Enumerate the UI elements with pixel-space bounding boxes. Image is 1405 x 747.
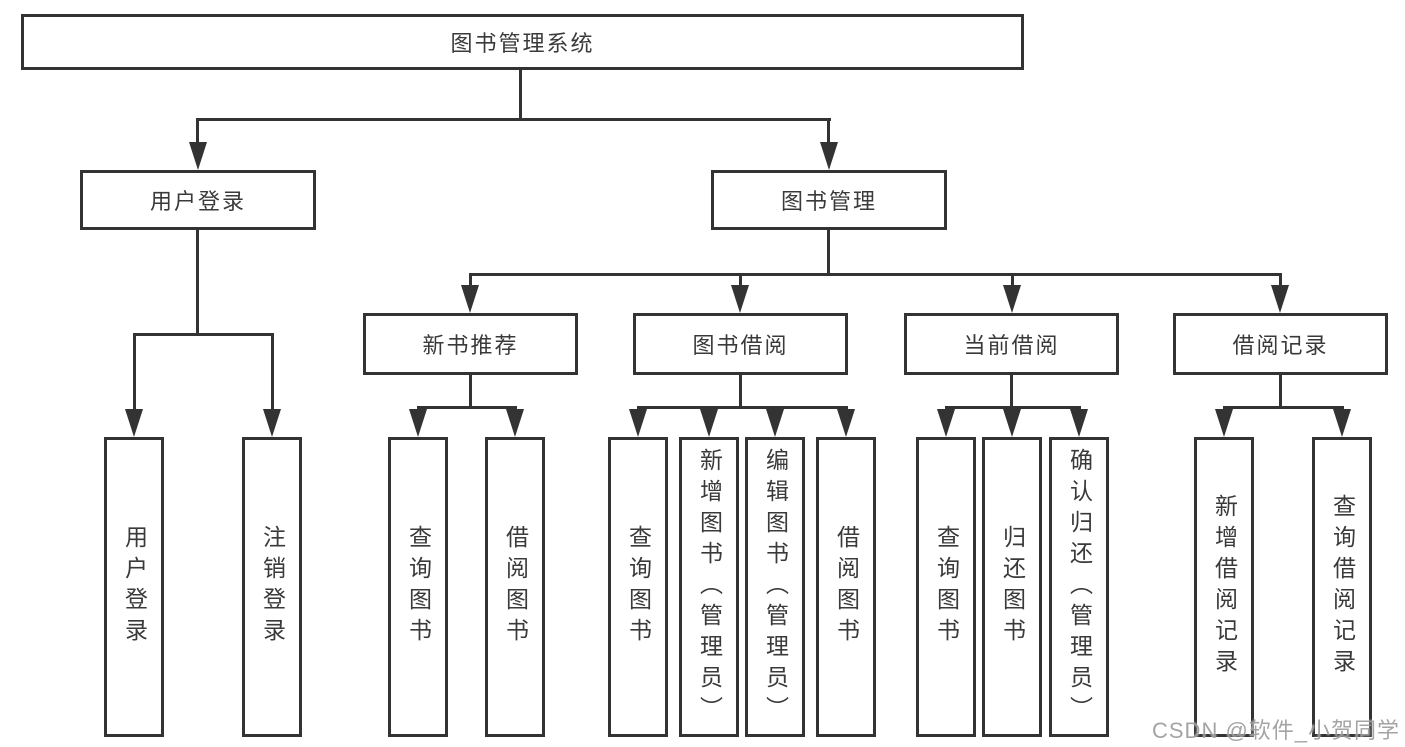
node-book-borrow-label: 图书借阅 [692,333,789,358]
leaf-user-login-label: 用户登录 [121,525,148,649]
connector-book-borrow-rail [637,406,848,409]
leaf-current-confirm: 确认归还（管理员） [1049,437,1109,737]
arrow-down-icon [189,142,207,170]
connector-book-mgmt-stub [827,230,830,273]
connector-user-login-stub [196,230,199,333]
node-root-label: 图书管理系统 [450,31,595,56]
connector-drop-user-login [196,118,199,154]
leaf-borrow-edit-label: 编辑图书（管理员） [762,447,789,727]
node-root: 图书管理系统 [21,14,1024,70]
leaf-borrow-add-label: 新增图书（管理员） [696,447,723,727]
leaf-current-query-label: 查询图书 [933,525,960,649]
arrow-down-icon [409,409,427,437]
node-new-books-label: 新书推荐 [422,333,519,358]
connector-drop-new-books [469,273,472,289]
arrow-down-icon [506,409,524,437]
leaf-borrow-query: 查询图书 [608,437,668,737]
arrow-down-icon [1003,285,1021,313]
node-current-borrow-label: 当前借阅 [963,333,1060,358]
leaf-newbooks-query: 查询图书 [388,437,448,737]
arrow-down-icon [1271,285,1289,313]
leaf-records-add-label: 新增借阅记录 [1211,494,1238,680]
node-book-mgmt: 图书管理 [711,170,947,230]
connector-user-login-rail [133,333,274,336]
connector-book-borrow-stub [739,375,742,406]
leaf-current-query: 查询图书 [916,437,976,737]
leaf-current-return-label: 归还图书 [999,525,1026,649]
node-book-borrow: 图书借阅 [633,313,848,375]
arrow-down-icon [1070,409,1088,437]
node-new-books: 新书推荐 [363,313,578,375]
connector-drop-book-mgmt [827,118,830,154]
node-user-login-label: 用户登录 [149,189,246,214]
leaf-logout-label: 注销登录 [259,525,286,649]
arrow-down-icon [700,409,718,437]
leaf-user-login: 用户登录 [104,437,164,737]
leaf-newbooks-borrow: 借阅图书 [485,437,545,737]
leaf-newbooks-borrow-label: 借阅图书 [502,525,529,649]
arrow-down-icon [125,409,143,437]
connector-current-borrow-rail [945,406,1081,409]
connector-borrow-records-rail [1223,406,1344,409]
arrow-down-icon [1215,409,1233,437]
connector-drop-book-borrow [739,273,742,289]
node-borrow-records: 借阅记录 [1173,313,1388,375]
leaf-records-query: 查询借阅记录 [1312,437,1372,737]
connector-current-borrow-stub [1010,375,1013,406]
connector-root-rail [197,118,831,121]
arrow-down-icon [1333,409,1351,437]
connector-drop-current-borrow [1011,273,1014,289]
node-borrow-records-label: 借阅记录 [1232,333,1329,358]
connector-borrow-records-stub [1279,375,1282,406]
leaf-borrow-borrow: 借阅图书 [816,437,876,737]
connector-new-books-stub [469,375,472,406]
csdn-watermark: CSDN @软件_小贺同学 [1152,718,1401,743]
node-user-login: 用户登录 [80,170,316,230]
arrow-down-icon [766,409,784,437]
leaf-borrow-add: 新增图书（管理员） [679,437,739,737]
arrow-down-icon [820,142,838,170]
connector-drop-logout-leaf [271,333,274,413]
arrow-down-icon [837,409,855,437]
leaf-records-query-label: 查询借阅记录 [1329,494,1356,680]
connector-drop-login-leaf [133,333,136,413]
leaf-current-confirm-label: 确认归还（管理员） [1066,447,1093,727]
connector-new-books-rail [417,406,517,409]
arrow-down-icon [731,285,749,313]
arrow-down-icon [461,285,479,313]
leaf-logout: 注销登录 [242,437,302,737]
leaf-borrow-query-label: 查询图书 [625,525,652,649]
arrow-down-icon [263,409,281,437]
leaf-records-add: 新增借阅记录 [1194,437,1254,737]
connector-drop-borrow-records [1279,273,1282,289]
connector-root-stub [519,70,522,118]
node-current-borrow: 当前借阅 [904,313,1119,375]
leaf-current-return: 归还图书 [982,437,1042,737]
node-book-mgmt-label: 图书管理 [780,189,877,214]
connector-book-mgmt-rail [469,273,1282,276]
arrow-down-icon [629,409,647,437]
arrow-down-icon [937,409,955,437]
leaf-newbooks-query-label: 查询图书 [405,525,432,649]
leaf-borrow-edit: 编辑图书（管理员） [745,437,805,737]
leaf-borrow-borrow-label: 借阅图书 [833,525,860,649]
arrow-down-icon [1003,409,1021,437]
